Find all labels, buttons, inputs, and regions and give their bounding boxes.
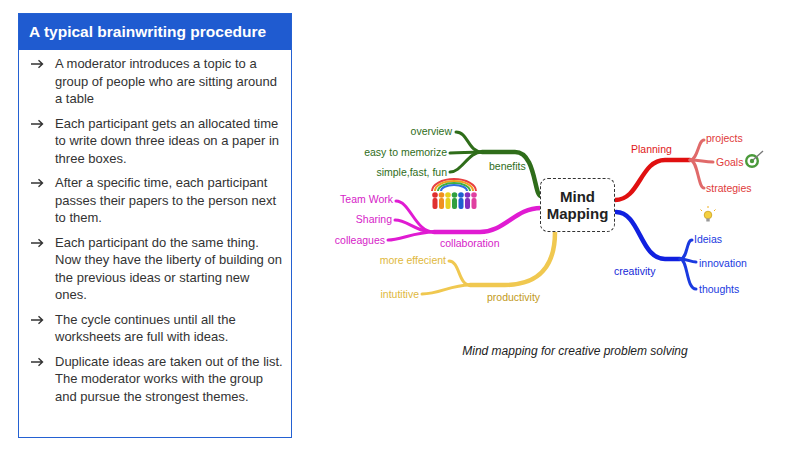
- branch-word: creativity: [614, 265, 655, 277]
- branch-line: [482, 152, 541, 196]
- leaf-line: [422, 285, 470, 294]
- step-text: Each participant do the same thing. Now …: [55, 234, 283, 304]
- arrow-bullet: [30, 119, 44, 129]
- person-figures: [432, 192, 477, 209]
- arrow-bullet: [30, 238, 44, 248]
- panel-heading: A typical brainwriting procedure: [19, 14, 291, 50]
- branch-word: productivity: [487, 291, 540, 303]
- arrow-bullet: [30, 315, 44, 325]
- step-text: The cycle continues until all the worksh…: [55, 311, 283, 346]
- leaf-line: [690, 160, 704, 188]
- rainbow-arc: [441, 185, 467, 191]
- branch-word: Goals: [716, 156, 743, 168]
- arrow-bullet: [30, 59, 44, 69]
- branch-word: projects: [706, 132, 743, 144]
- leaf-line: [456, 132, 482, 152]
- rainbow-arc: [438, 183, 470, 191]
- people-icon: [432, 179, 477, 209]
- branch-word: innovation: [699, 257, 747, 269]
- central-topic-text: Mind Mapping: [544, 188, 612, 222]
- figure-caption: Mind mapping for creative problem solvin…: [420, 344, 730, 358]
- arrow-bullet: [30, 178, 44, 188]
- arrow-bullet-path: [31, 179, 43, 187]
- rainbow-arc: [432, 179, 476, 191]
- branch-line: [615, 160, 690, 200]
- branch-word: colleagues: [335, 234, 385, 246]
- step-text: After a specific time, each participant …: [55, 174, 283, 227]
- branch-word: Ideias: [694, 233, 722, 245]
- arrow-bullet-path: [31, 358, 43, 366]
- arrow-bullet-path: [31, 120, 43, 128]
- branch-word: simple,fast, fun: [376, 166, 447, 178]
- step-text: Each participant gets an allocated time …: [55, 115, 283, 168]
- branch-word: Planning: [631, 143, 672, 155]
- leaf-line: [680, 240, 692, 259]
- branch-line: [434, 208, 541, 232]
- procedure-panel: A typical brainwriting procedure A modera…: [18, 13, 292, 438]
- branch-word: easy to memorize: [364, 146, 447, 158]
- branch-line: [616, 212, 680, 259]
- branch-word: more effecient: [380, 254, 446, 266]
- branch-word: thoughts: [699, 283, 739, 295]
- leaf-line: [680, 259, 696, 289]
- leaf-line: [450, 152, 482, 172]
- arrow-bullet-path: [31, 316, 43, 324]
- branch-word: collaboration: [440, 237, 500, 249]
- leaf-line: [388, 232, 434, 240]
- lightbulb-icon: [701, 206, 716, 222]
- leaf-line: [396, 201, 434, 232]
- central-topic-box: Mind Mapping: [540, 178, 615, 232]
- rainbow-arc: [435, 181, 473, 191]
- step-text: Duplicate ideas are taken out of the lis…: [55, 353, 283, 406]
- leaf-line: [395, 220, 434, 232]
- leaf-line: [449, 261, 470, 285]
- branch-word: overview: [411, 125, 452, 137]
- target-icon: [745, 151, 763, 168]
- branch-word: Sharing: [356, 213, 392, 225]
- arrow-bullet-path: [31, 239, 43, 247]
- branch-word: benefits: [489, 160, 526, 172]
- branch-word: Team Work: [340, 193, 393, 205]
- arrow-bullet-path: [31, 60, 43, 68]
- branch-word: strategies: [706, 182, 752, 194]
- arrow-bullet: [30, 357, 44, 367]
- branch-word: intutitive: [380, 288, 419, 300]
- step-text: A moderator introduces a topic to a grou…: [55, 55, 283, 108]
- leaf-line: [690, 140, 704, 160]
